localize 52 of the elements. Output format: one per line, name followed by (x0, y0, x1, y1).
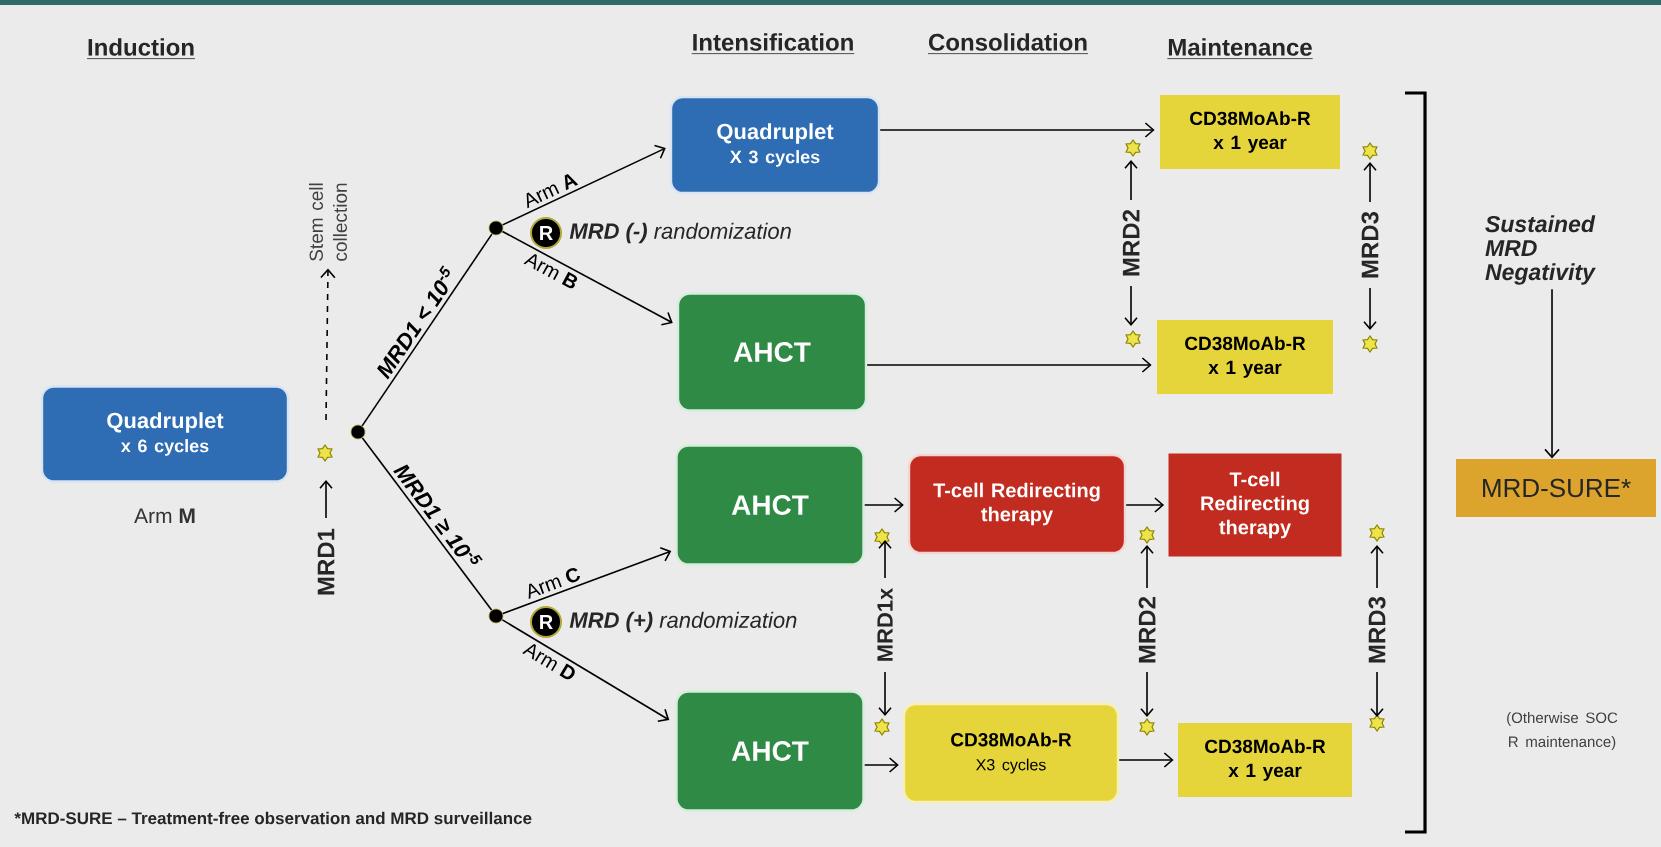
arrow (501, 619, 670, 723)
branch-point (350, 424, 366, 440)
branch-line (361, 437, 493, 611)
column-heading: Consolidation (927, 33, 1089, 54)
therapy-box: Quadruplet x 6 cycles (40, 385, 290, 483)
therapy-box: CD38MoAb-R x 1 year (1178, 723, 1352, 797)
therapy-box: AHCT (675, 444, 865, 566)
note-text: (Otherwise SOC R maintenance) (1507, 712, 1618, 750)
therapy-box: T-cell Redirecting therapy (907, 453, 1127, 555)
randomization-label: MRD (+) randomization (569, 611, 797, 633)
annotation-text: Stem cell collection (309, 183, 347, 261)
arrow (863, 497, 904, 513)
column-heading: Maintenance (1166, 38, 1314, 59)
therapy-box: AHCT (676, 292, 868, 412)
column-heading: Intensification (691, 33, 855, 54)
branch-line (361, 233, 493, 427)
timepoint-label: MRD1x (877, 587, 893, 661)
column-heading: Induction (86, 38, 196, 59)
therapy-box: CD38MoAb-R x 1 year (1160, 95, 1340, 169)
arrow (501, 230, 673, 326)
arrow (863, 757, 899, 773)
arrow (879, 122, 1155, 138)
edge-label: Arm B (523, 253, 578, 289)
timepoint-label: MRD1 (317, 528, 335, 595)
arrow (1118, 752, 1174, 768)
therapy-box: T-cell Redirecting therapy (1168, 453, 1342, 557)
annotation-text: Sustained MRD Negativity (1485, 215, 1596, 285)
arrow (502, 546, 672, 615)
arm-label: Arm M (134, 508, 195, 523)
edge-label: Arm D (522, 644, 575, 680)
randomization-badge: R (530, 217, 562, 249)
arrow (1544, 288, 1560, 459)
therapy-box: CD38MoAb-R x 1 year (1157, 320, 1333, 394)
outcome-box: MRD-SURE* (1456, 459, 1656, 517)
randomization-badge: R (530, 606, 562, 638)
branch-point (488, 220, 504, 236)
arrow (501, 144, 666, 226)
timepoint-label: MRD3 (1368, 596, 1386, 663)
footnote: *MRD-SURE – Treatment-free observation and MRD surveillance (14, 811, 532, 825)
therapy-box: Quadruplet X 3 cycles (669, 95, 881, 195)
edge-label: Arm C (528, 568, 580, 599)
arrow (866, 357, 1152, 373)
arrow (320, 268, 336, 421)
edge-label: Arm A (526, 174, 579, 209)
arrow (1125, 497, 1165, 513)
therapy-box: AHCT (675, 690, 865, 812)
therapy-box: CD38MoAb-R X3 cycles (902, 702, 1120, 804)
branch-point (488, 608, 504, 624)
timepoint-label: MRD2 (1122, 209, 1140, 276)
timepoint-label: MRD2 (1138, 596, 1156, 663)
timepoint-label: MRD3 (1361, 211, 1379, 278)
randomization-label: MRD (-) randomization (569, 222, 791, 244)
